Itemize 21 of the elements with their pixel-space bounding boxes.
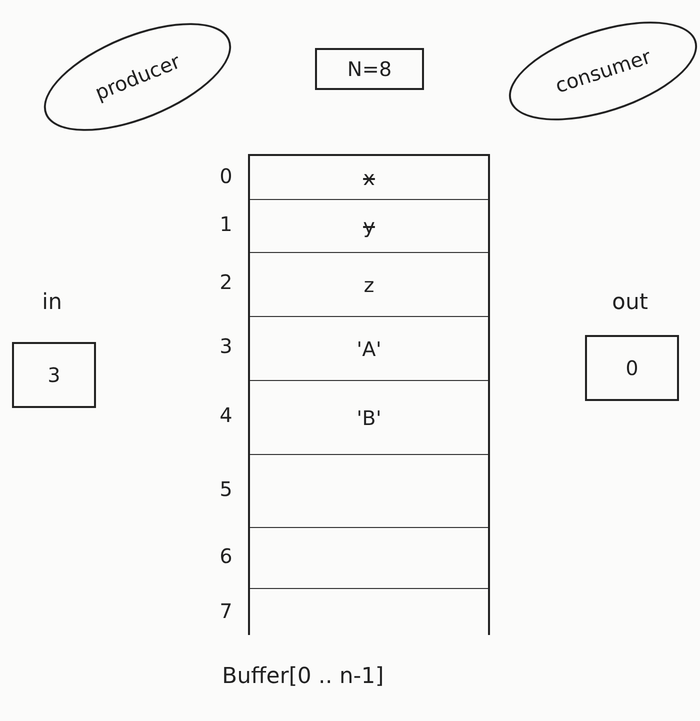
variable-name: in	[40, 290, 64, 315]
value-box: 3	[12, 342, 96, 408]
index-number: 3	[218, 334, 234, 358]
crossed-out-value: y	[363, 214, 375, 238]
index-number: 0	[218, 164, 234, 188]
index-number: 6	[218, 544, 234, 568]
index-number: 1	[218, 212, 234, 236]
variable-name: out	[610, 290, 650, 315]
index-number: 2	[218, 270, 234, 294]
slot-value: 'A'	[356, 336, 382, 360]
index-number: 7	[218, 598, 234, 622]
value-box: 0	[585, 335, 679, 401]
buffer-array	[248, 154, 490, 635]
index-number: 4	[218, 403, 234, 427]
value-box: N=8	[315, 48, 424, 90]
crossed-out-value: x	[363, 166, 375, 190]
index-number: 5	[218, 476, 234, 500]
slot-value: 'B'	[356, 406, 382, 430]
array-caption: Buffer[0 .. n-1]	[222, 664, 384, 689]
slot-value: z	[364, 272, 374, 296]
empty-buffer-slot	[250, 588, 488, 637]
